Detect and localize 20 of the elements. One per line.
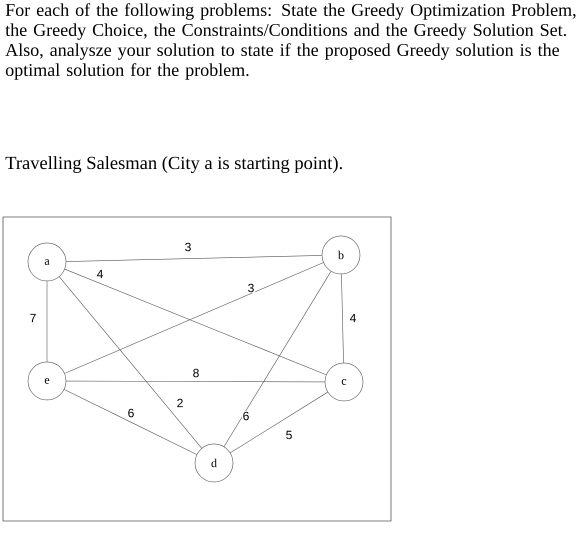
edge-line	[230, 392, 328, 454]
edge-weight: 4	[96, 269, 104, 279]
edge-weight: 7	[28, 313, 38, 323]
edge-line	[224, 271, 332, 447]
edge-line	[341, 274, 344, 363]
edge-line	[66, 380, 325, 382]
edge-line	[66, 255, 322, 262]
edge-weight: 3	[184, 242, 192, 252]
edge-line	[46, 280, 48, 362]
edge-weight: 2	[176, 398, 184, 408]
edge-weight: 3	[246, 282, 256, 294]
edge-weight: 6	[242, 410, 250, 422]
edge-weight: 4	[348, 313, 358, 323]
edge-line	[64, 389, 197, 455]
heading: Travelling Salesman (City a is starting point).	[6, 156, 342, 173]
edge-weight: 8	[192, 368, 200, 378]
edge-line	[59, 276, 202, 448]
instruction-text: For each of the following problems: State the Greedy Optimization Problem, the Greedy Choice, the Constraints/Conditions and the Greedy Solution Set. Also, analysze your solution to state if the proposed Greedy solution is the optimal solution for the problem.	[5, 3, 576, 80]
edge-weight: 5	[284, 430, 294, 440]
edge-weight: 6	[126, 408, 136, 418]
